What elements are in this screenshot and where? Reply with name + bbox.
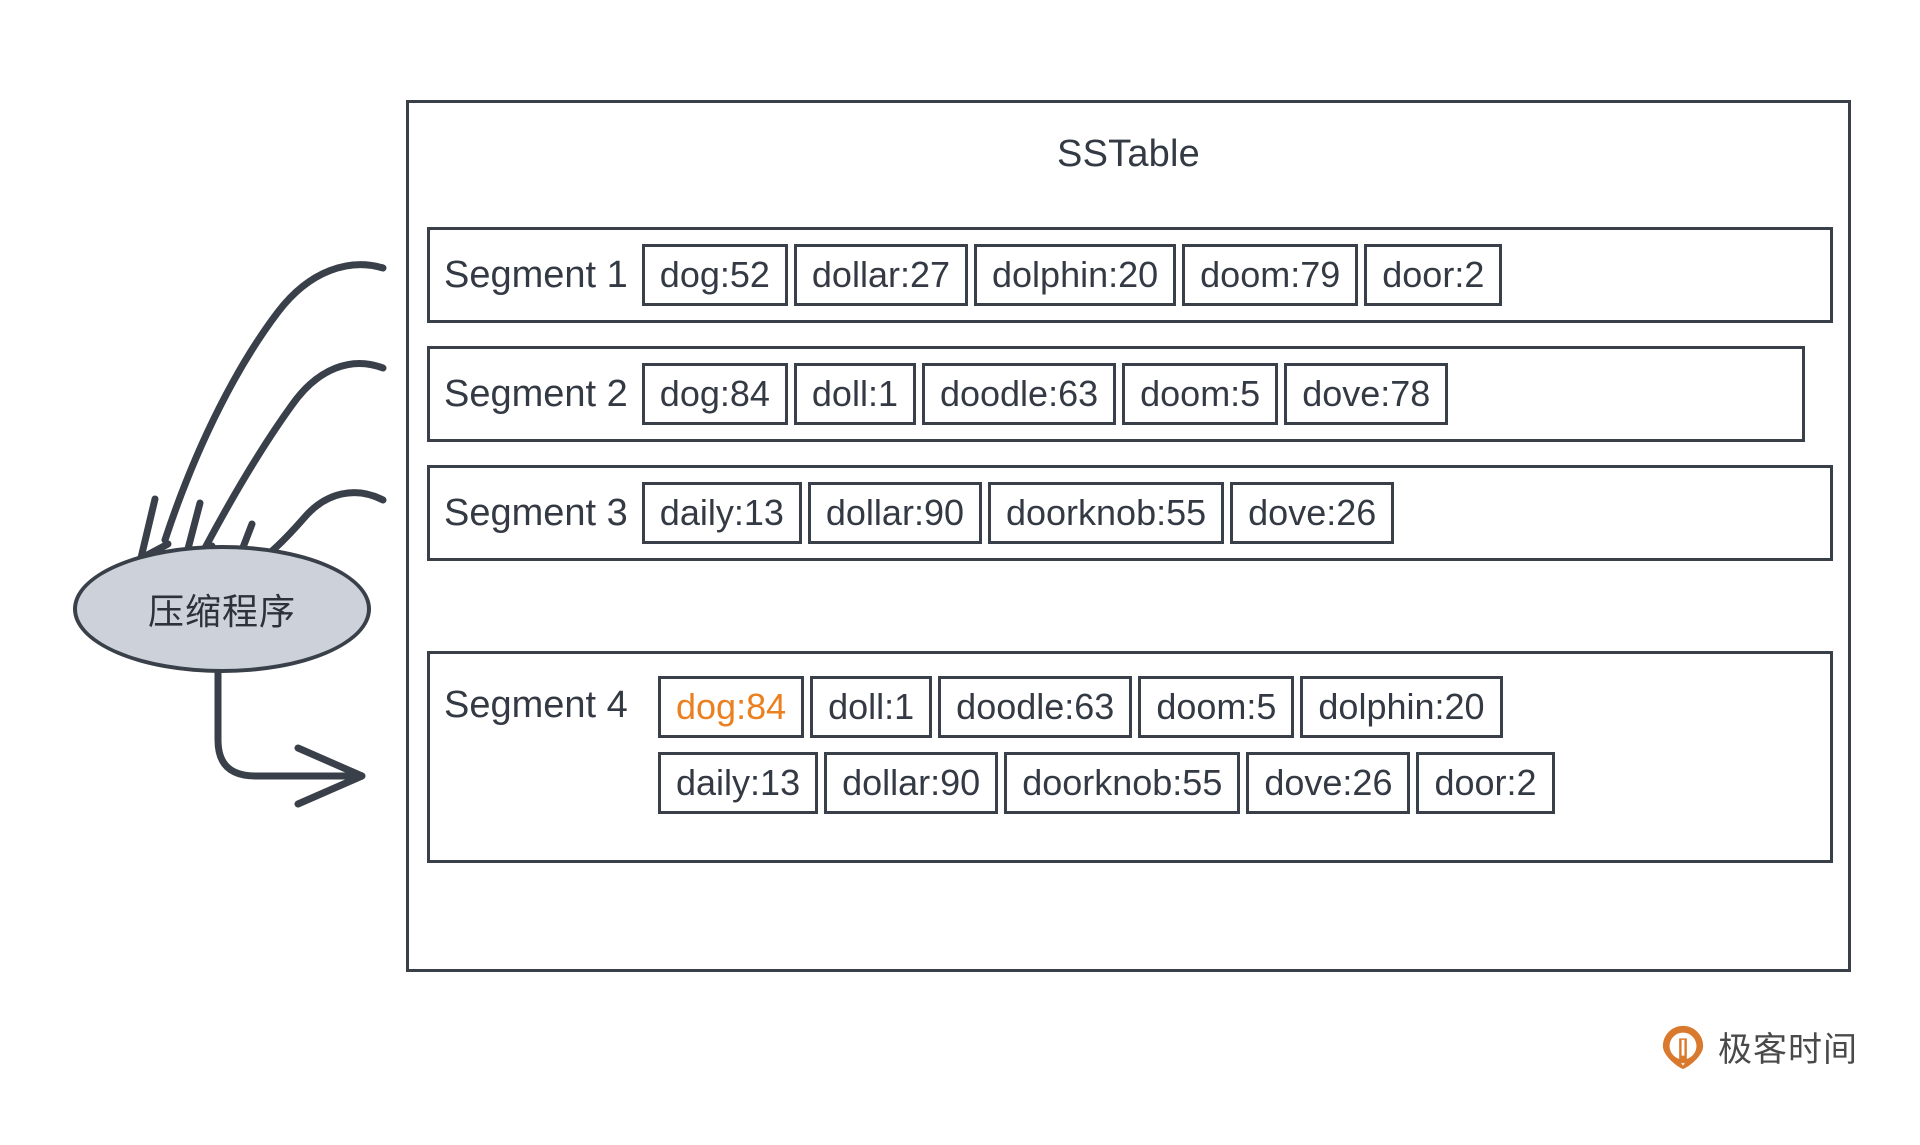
segment-1-cells: dog:52 dollar:27 dolphin:20 doom:79 door…: [641, 244, 1503, 306]
segment-4-label: Segment 4: [444, 684, 628, 726]
segment-4-cell-1-1: dollar:90: [824, 752, 999, 814]
compactor-node: 压缩程序: [73, 545, 371, 673]
segment-3-cell-0: daily:13: [641, 482, 802, 544]
arrow-compactor-to-segment4: [214, 662, 360, 780]
segment-2-cell-4: dove:78: [1284, 363, 1449, 425]
segment-4-cell-1-3: dove:26: [1246, 752, 1411, 814]
segment-2-label: Segment 2: [444, 372, 628, 415]
segment-2-cell-3: doom:5: [1122, 363, 1279, 425]
segment-3-cell-1: dollar:90: [807, 482, 982, 544]
brand-name: 极客时间: [1718, 1030, 1858, 1070]
segment-4-cell-0-2: doodle:63: [938, 676, 1133, 738]
segment-4-cells: dog:84 doll:1 doodle:63 doom:5 dolphin:2…: [658, 654, 1555, 814]
segment-3-cell-3: dove:26: [1230, 482, 1395, 544]
segment-4-cell-0-1: doll:1: [810, 676, 933, 738]
segment-4-cells-row-2: daily:13 dollar:90 doorknob:55 dove:26 d…: [658, 752, 1555, 814]
segment-1-cell-3: doom:79: [1182, 244, 1359, 306]
segment-4-cell-1-2: doorknob:55: [1004, 752, 1241, 814]
segment-1-cell-0: dog:52: [641, 244, 788, 306]
segment-row-4: Segment 4 dog:84 doll:1 doodle:63 doom:5…: [427, 651, 1833, 863]
segment-4-cells-row-1: dog:84 doll:1 doodle:63 doom:5 dolphin:2…: [658, 676, 1555, 738]
segment-row-1: Segment 1 dog:52 dollar:27 dolphin:20 do…: [427, 227, 1833, 323]
segment-1-cell-4: door:2: [1364, 244, 1503, 306]
segment-2-cells: dog:84 doll:1 doodle:63 doom:5 dove:78: [641, 363, 1449, 425]
arrow-segment2-to-compactor: [201, 360, 387, 552]
segment-2-cell-1: doll:1: [793, 363, 916, 425]
segment-3-cells: daily:13 dollar:90 doorknob:55 dove:26: [641, 482, 1395, 544]
brand-logo: 极客时间: [1660, 1022, 1858, 1071]
segment-4-cell-1-0: daily:13: [658, 752, 819, 814]
sstable-title: SSTable: [1057, 133, 1200, 175]
arrow-compactor-to-segment4-head: [294, 744, 366, 808]
segment-4-cell-0-0: dog:84: [658, 676, 805, 738]
segment-1-cell-1: dollar:27: [793, 244, 968, 306]
segment-row-2: Segment 2 dog:84 doll:1 doodle:63 doom:5…: [427, 346, 1805, 442]
sstable-container: SSTable Segment 1 dog:52 dollar:27 dolph…: [406, 100, 1851, 972]
segment-2-cell-0: dog:84: [641, 363, 788, 425]
segment-2-cell-2: doodle:63: [921, 363, 1117, 425]
compactor-label: 压缩程序: [147, 592, 296, 633]
geektime-pin-icon: [1662, 1025, 1704, 1069]
segment-4-cell-0-3: doom:5: [1138, 676, 1295, 738]
segment-1-label: Segment 1: [444, 253, 628, 296]
segment-4-cell-1-4: door:2: [1416, 752, 1555, 814]
segment-4-cell-0-4: dolphin:20: [1300, 676, 1503, 738]
segment-row-3: Segment 3 daily:13 dollar:90 doorknob:55…: [427, 465, 1833, 561]
segment-3-label: Segment 3: [444, 491, 628, 534]
segment-3-cell-2: doorknob:55: [987, 482, 1225, 544]
arrow-segment1-to-compactor: [161, 261, 387, 544]
segment-1-cell-2: dolphin:20: [974, 244, 1177, 306]
